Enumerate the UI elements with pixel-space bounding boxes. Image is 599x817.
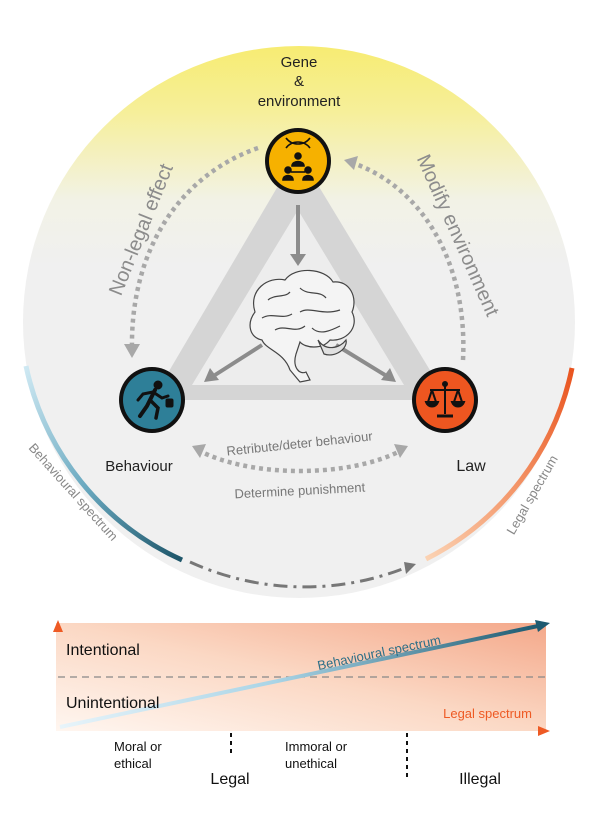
modify-environment-arc (349, 159, 466, 361)
behavioural-spectrum-arc (23, 365, 184, 563)
determine-punishment-label: Determine punishment (234, 480, 366, 502)
immoral-label-line2: unethical (285, 756, 337, 771)
unintentional-label: Unintentional (66, 695, 159, 712)
moral-label-line2: ethical (114, 756, 152, 771)
punishment-arc (196, 448, 404, 474)
legal-spectrum-arc (424, 367, 575, 562)
immoral-label-line1: Immoral or (285, 739, 348, 754)
running-person-icon (136, 380, 174, 420)
non-legal-arrow-head (124, 344, 140, 358)
behaviour-node[interactable] (119, 367, 185, 433)
moral-label-line1: Moral or (114, 739, 162, 754)
dna-family-icon (282, 137, 314, 181)
law-node[interactable] (412, 367, 478, 433)
illegal-label: Illegal (459, 771, 501, 788)
scales-icon (424, 381, 466, 418)
gene-label-line2: & (294, 73, 304, 90)
modify-env-arrow-head (344, 156, 358, 170)
legal-spectrum-line-label: Legal spectrum (443, 706, 532, 721)
law-label: Law (456, 458, 486, 475)
brain-icon (249, 269, 355, 383)
behavioural-spectrum-line (59, 624, 539, 729)
brain-to-law-arrow (334, 343, 387, 377)
punishment-arrow-right (394, 444, 408, 458)
gene-label-line1: Gene (281, 54, 318, 71)
gene-label-line3: environment (258, 93, 341, 110)
brain-to-behaviour-arrow (213, 343, 264, 377)
non-legal-effect-arc (129, 145, 259, 351)
punishment-arrow-left (192, 444, 206, 458)
intentional-label: Intentional (66, 642, 140, 659)
behaviour-label: Behaviour (105, 458, 173, 475)
gene-environment-node[interactable] (265, 128, 331, 194)
legal-label: Legal (210, 771, 249, 788)
